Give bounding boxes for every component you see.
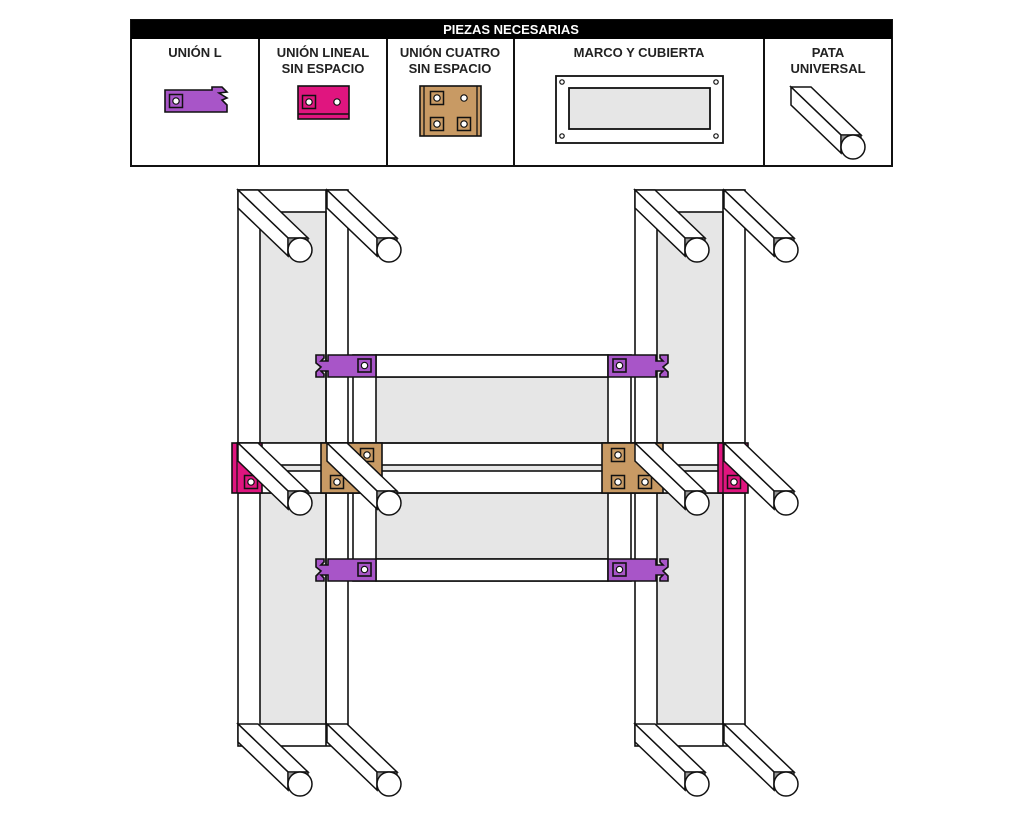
center-frame: [238, 354, 745, 582]
assembly: [231, 189, 799, 797]
parts-table-header: [131, 20, 892, 39]
four-way-joint-icon: [419, 85, 482, 137]
part-universal-leg: PATA UNIVERSAL: [790, 45, 866, 160]
parts-table: PIEZAS NECESARIAS UNIÓN L UNIÓN LINEAL S…: [130, 19, 893, 167]
part-label: SIN ESPACIO: [282, 61, 365, 76]
part-frame-cover: MARCO Y CUBIERTA: [555, 45, 724, 144]
parts-table-title: PIEZAS NECESARIAS: [443, 22, 579, 37]
linear-joint-icon: [297, 85, 350, 120]
leg-bottom-right-inner: [723, 723, 799, 797]
part-label: MARCO Y CUBIERTA: [574, 45, 705, 60]
part-label: SIN ESPACIO: [409, 61, 492, 76]
part-label: UNIÓN L: [168, 45, 222, 60]
leg-bottom-left-inner: [326, 723, 402, 797]
part-label: UNIVERSAL: [790, 61, 865, 76]
part-linear-joint: UNIÓN LINEAL SIN ESPACIO: [277, 45, 370, 120]
frame-cover-icon: [555, 75, 724, 144]
part-label: UNIÓN CUATRO: [400, 45, 500, 60]
l-joint-icon: [164, 86, 229, 113]
part-l-joint: UNIÓN L: [164, 45, 229, 113]
part-four-way-joint: UNIÓN CUATRO SIN ESPACIO: [400, 45, 500, 137]
part-label: PATA: [812, 45, 845, 60]
part-label: UNIÓN LINEAL: [277, 45, 370, 60]
